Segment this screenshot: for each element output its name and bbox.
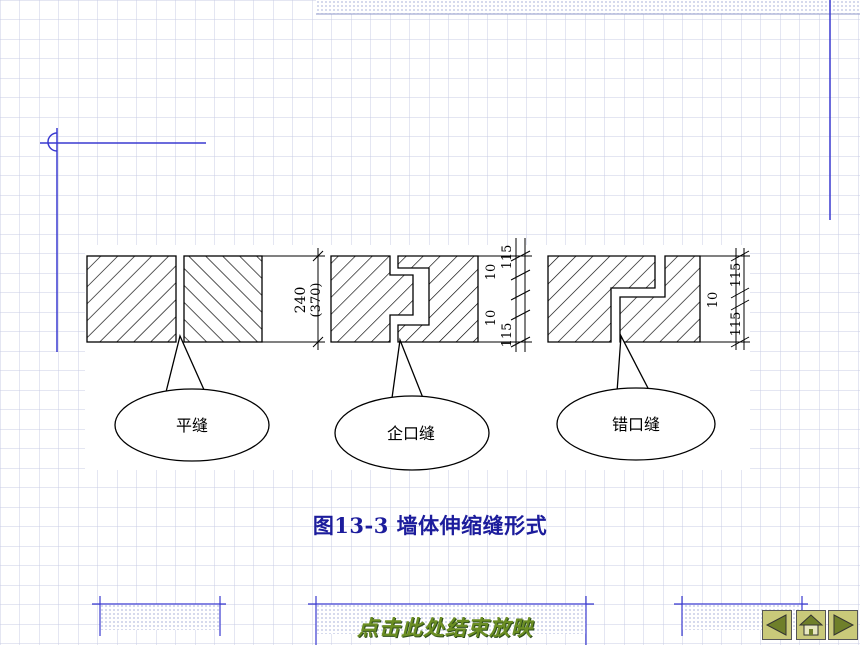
top-band	[316, 0, 860, 14]
end-show-link[interactable]: 点击此处结束放映	[357, 615, 533, 640]
dim-tongue-10-top: 10	[484, 264, 499, 281]
home-icon	[796, 610, 826, 640]
bottom-decor	[92, 596, 808, 645]
callout-flat	[114, 334, 270, 462]
joint-tongue-drawing	[330, 255, 479, 343]
joint-label-tongue: 企口缝	[387, 424, 435, 443]
home-button[interactable]	[796, 610, 826, 640]
dim-tongue-115-top: 115	[500, 245, 515, 270]
dim-tongue-115-bottom: 115	[500, 323, 515, 348]
joint-stagger-drawing	[547, 255, 701, 343]
triangle-right-icon	[828, 610, 858, 640]
joint-label-flat: 平缝	[176, 416, 208, 435]
stagger-dimensions	[700, 248, 750, 350]
dim-240: 240	[293, 287, 309, 314]
tongue-dimensions	[478, 238, 532, 352]
dim-stagger-115-bottom: 115	[729, 312, 744, 337]
triangle-left-icon	[762, 610, 792, 640]
joint-label-stagger: 错口缝	[612, 415, 660, 434]
back-button[interactable]	[762, 610, 792, 640]
figure-caption: 图13-3 墙体伸缩缝形式	[312, 513, 548, 538]
dim-tongue-10-bottom: 10	[484, 310, 499, 327]
thickness-dimension	[262, 248, 325, 350]
dim-stagger-10: 10	[706, 292, 721, 309]
joint-flat-drawing	[86, 255, 263, 343]
next-button[interactable]	[828, 610, 858, 640]
dim-stagger-115-top: 115	[729, 263, 744, 288]
left-crosshair	[40, 128, 206, 352]
callout-tongue	[334, 337, 490, 471]
callout-stagger	[556, 333, 716, 461]
dim-370: (370)	[309, 283, 324, 318]
